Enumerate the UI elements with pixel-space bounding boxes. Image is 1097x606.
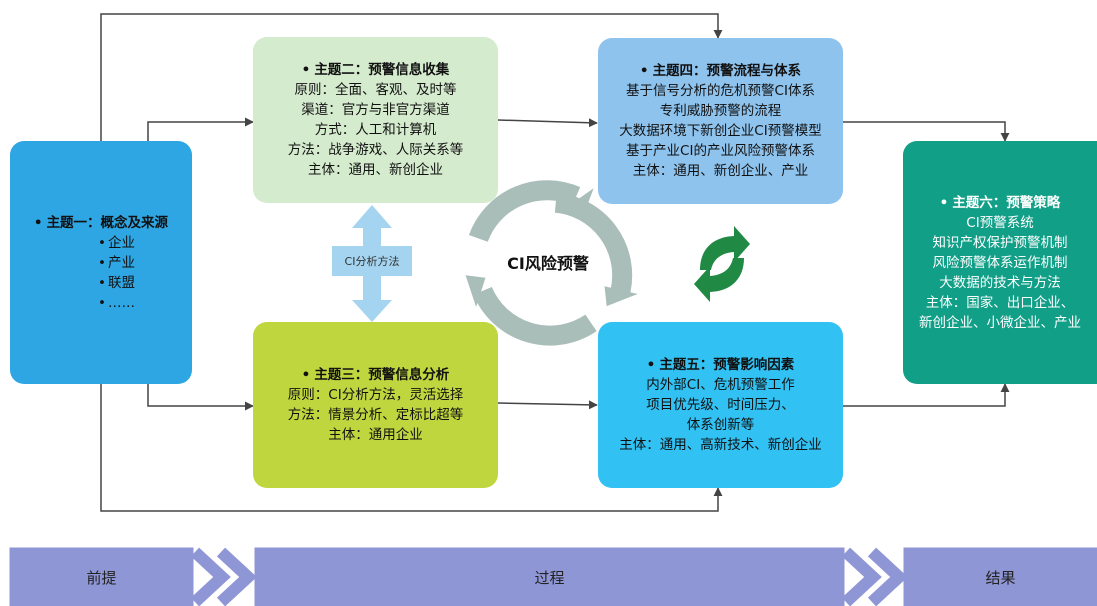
topic6-line: 风险预警体系运作机制 <box>932 254 1068 271</box>
stage-bar-process <box>254 547 845 606</box>
topic4-line: 基于信号分析的危机预警CI体系 <box>626 83 815 99</box>
arrow-t5-to-t6 <box>843 383 1010 407</box>
stage-chevron-4 <box>867 547 908 606</box>
topic4-line: 专利威胁预警的流程 <box>659 103 782 119</box>
topic2-line: 主体：通用、新创企业 <box>308 162 443 178</box>
method-label: CI分析方法 <box>332 246 412 276</box>
topic6-box: 主题六：预警策略 CI预警系统 知识产权保护预警机制 风险预警体系运作机制 大数… <box>903 141 1097 384</box>
topic3-line: 原则：CI分析方法，灵活选择 <box>287 387 464 403</box>
topic4-line: 大数据环境下新创企业CI预警模型 <box>619 123 822 139</box>
stage-chevron-1 <box>190 547 231 606</box>
arrow-t2-to-t4 <box>497 118 598 128</box>
stage-bar-premise <box>9 547 194 606</box>
topic1-box: 主题一：概念及来源 企业 产业 联盟 …… <box>10 141 192 384</box>
topic1-item: 企业 <box>98 233 192 253</box>
topic3-title: 主题三：预警信息分析 <box>302 365 449 385</box>
topic5-line: 内外部CI、危机预警工作 <box>646 377 795 393</box>
stage-label-process: 过程 <box>534 568 565 587</box>
topic4-line: 基于产业CI的产业风险预警体系 <box>626 143 815 159</box>
arrow-bottom-bypass <box>100 384 723 512</box>
stage-bar-result <box>903 547 1097 606</box>
arrow-t4-to-t6 <box>843 121 1010 142</box>
stage-chevron-3 <box>841 547 882 606</box>
topic2-line: 原则：全面、客观、及时等 <box>294 82 457 98</box>
topic2-line: 渠道：官方与非官方渠道 <box>301 102 450 118</box>
topic1-item: …… <box>98 293 192 313</box>
topic6-line: 大数据的技术与方法 <box>939 274 1061 291</box>
topic2-line: 方式：人工和计算机 <box>314 122 437 138</box>
topic5-line: 主体：通用、高新技术、新创企业 <box>619 437 822 453</box>
arrow-top-bypass <box>100 13 723 141</box>
refresh-icon <box>694 226 750 302</box>
topic3-box: 主题三：预警信息分析 原则：CI分析方法，灵活选择 方法：情景分析、定标比超等 … <box>253 322 498 488</box>
arrow-t1-to-t2 <box>147 117 254 141</box>
stage-label-result: 结果 <box>985 568 1016 587</box>
stage-label-premise: 前提 <box>86 568 117 587</box>
topic3-line: 方法：情景分析、定标比超等 <box>287 407 464 423</box>
topic1-item: 产业 <box>98 253 192 273</box>
topic6-title: 主题六：预警策略 <box>940 193 1060 213</box>
topic5-line: 体系创新等 <box>686 417 755 433</box>
topic1-list: 企业 产业 联盟 …… <box>10 233 192 313</box>
topic6-line: CI预警系统 <box>966 214 1034 231</box>
topic2-line: 方法：战争游戏、人际关系等 <box>287 142 464 158</box>
topic2-box: 主题二：预警信息收集 原则：全面、客观、及时等 渠道：官方与非官方渠道 方式：人… <box>253 37 498 203</box>
topic4-line: 主体：通用、新创企业、产业 <box>632 163 809 179</box>
topic5-title: 主题五：预警影响因素 <box>647 355 794 375</box>
arrow-t3-to-t5 <box>497 400 598 410</box>
topic1-title: 主题一：概念及来源 <box>34 213 169 233</box>
topic4-title: 主题四：预警流程与体系 <box>640 61 802 81</box>
arrow-t1-to-t3 <box>147 384 254 411</box>
cycle-icon <box>465 180 638 346</box>
topic5-line: 项目优先级、时间压力、 <box>646 397 795 413</box>
topic2-title: 主题二：预警信息收集 <box>302 60 449 80</box>
topic5-box: 主题五：预警影响因素 内外部CI、危机预警工作 项目优先级、时间压力、 体系创新… <box>598 322 843 488</box>
topic4-box: 主题四：预警流程与体系 基于信号分析的危机预警CI体系 专利威胁预警的流程 大数… <box>598 38 843 204</box>
topic3-line: 主体：通用企业 <box>328 427 423 443</box>
topic1-item: 联盟 <box>98 273 192 293</box>
topic6-line: 新创企业、小微企业、产业 <box>919 314 1081 331</box>
topic6-line: 主体：国家、出口企业、 <box>925 294 1075 311</box>
topic6-line: 知识产权保护预警机制 <box>932 234 1068 251</box>
stage-chevron-2 <box>216 547 257 606</box>
process-bar <box>9 547 1097 606</box>
center-label: CI风险预警 <box>507 254 589 273</box>
